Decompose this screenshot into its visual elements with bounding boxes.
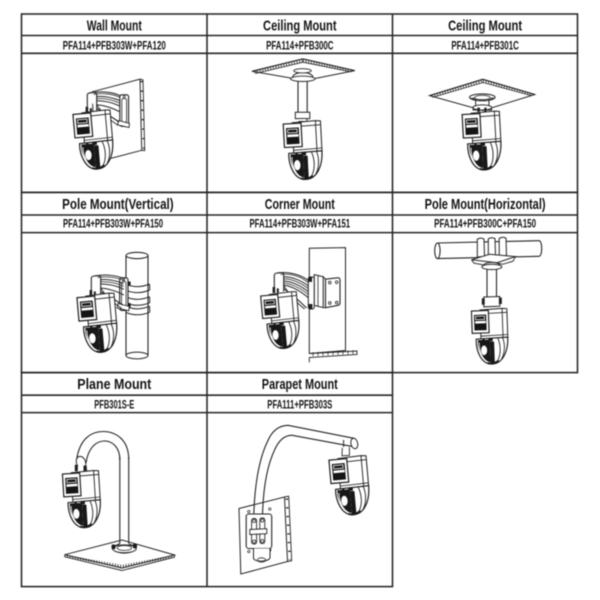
svg-text:PFA114+PFB303W+PFA120: PFA114+PFB303W+PFA120 bbox=[63, 40, 166, 52]
svg-text:PFA114+PFB303W+PFA150: PFA114+PFB303W+PFA150 bbox=[63, 219, 163, 231]
svg-text:PFA114+PFB303W+PFA151: PFA114+PFB303W+PFA151 bbox=[250, 219, 351, 231]
svg-text:Ceiling Mount: Ceiling Mount bbox=[263, 18, 337, 35]
svg-text:PFB301S-E: PFB301S-E bbox=[94, 399, 134, 411]
svg-text:Ceiling Mount: Ceiling Mount bbox=[448, 18, 522, 35]
svg-text:Parapet Mount: Parapet Mount bbox=[262, 376, 338, 393]
svg-text:Pole Mount(Vertical): Pole Mount(Vertical) bbox=[62, 196, 174, 213]
svg-text:PFA114+PFB300C: PFA114+PFB300C bbox=[266, 40, 333, 52]
svg-text:Pole Mount(Horizontal): Pole Mount(Horizontal) bbox=[425, 196, 546, 213]
svg-text:Plane Mount: Plane Mount bbox=[77, 376, 151, 393]
svg-text:PFA114+PFB300C+PFA150: PFA114+PFB300C+PFA150 bbox=[434, 219, 536, 231]
svg-text:Corner Mount: Corner Mount bbox=[265, 196, 335, 213]
svg-text:Wall Mount: Wall Mount bbox=[87, 18, 142, 35]
svg-text:PFA114+PFB301C: PFA114+PFB301C bbox=[451, 40, 518, 52]
svg-text:PFA111+PFB303S: PFA111+PFB303S bbox=[267, 399, 332, 411]
